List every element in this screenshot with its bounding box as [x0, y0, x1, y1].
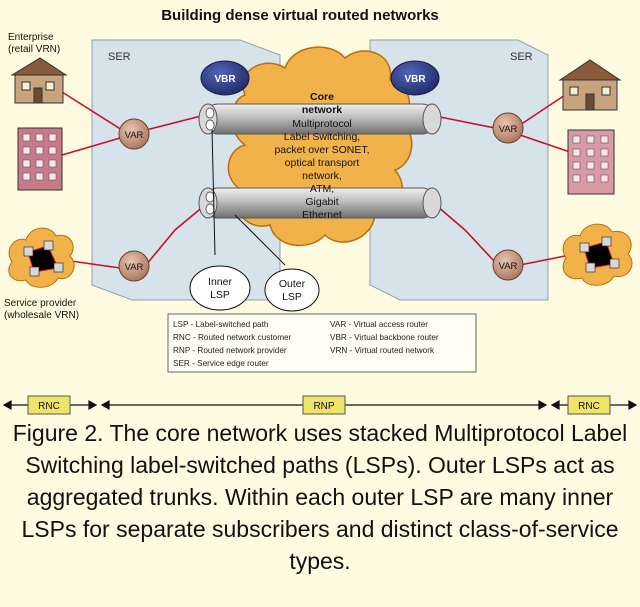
svg-text:Core: Core — [310, 91, 334, 103]
var-router-right-top: VAR — [492, 112, 524, 144]
lsp-pipe-top — [198, 103, 442, 135]
scale-label-rnc-right: RNC — [567, 395, 611, 415]
svg-text:Gigabit: Gigabit — [305, 196, 338, 208]
house-icon-left — [10, 57, 68, 104]
network-diagram: Building dense virtual routed networks S… — [2, 7, 638, 415]
figure-caption: Figure 2. The core network uses stacked … — [12, 420, 628, 574]
svg-text:Ethernet: Ethernet — [302, 209, 342, 221]
links-right — [429, 94, 571, 266]
svg-text:Enterprise: Enterprise — [8, 32, 54, 43]
svg-text:Service provider: Service provider — [4, 298, 77, 309]
svg-text:network,: network, — [302, 170, 342, 182]
provider-network-icon-right — [562, 223, 633, 286]
svg-text:(wholesale VRN): (wholesale VRN) — [4, 310, 79, 321]
service-provider-label: Service provider (wholesale VRN) — [4, 298, 79, 321]
vbr-router-right: VBR — [390, 60, 440, 96]
legend-item: SER - Service edge router — [173, 359, 269, 368]
enterprise-label: Enterprise (retail VRN) — [8, 32, 60, 55]
core-network-text: Core network Multiprotocol Label Switchi… — [274, 91, 369, 221]
svg-text:LSP: LSP — [210, 289, 230, 301]
legend-item: RNC - Routed network customer — [173, 333, 292, 342]
svg-text:RNP: RNP — [313, 401, 334, 412]
svg-text:VAR: VAR — [125, 262, 144, 273]
legend-item: VBR - Virtual backbone router — [330, 333, 439, 342]
legend-item: LSP - Label-switched path — [173, 320, 269, 329]
var-router-right-bottom: VAR — [492, 249, 524, 281]
legend: LSP - Label-switched path RNC - Routed n… — [167, 313, 477, 373]
svg-text:optical transport: optical transport — [285, 157, 360, 169]
svg-text:Multiprotocol: Multiprotocol — [292, 118, 352, 130]
var-router-left-bottom: VAR — [118, 250, 150, 282]
svg-text:Outer: Outer — [279, 278, 306, 290]
diagram-title: Building dense virtual routed networks — [161, 7, 439, 24]
legend-item: RNP - Routed network provider — [173, 346, 287, 355]
svg-text:Label Switching,: Label Switching, — [284, 131, 360, 143]
svg-text:VAR: VAR — [499, 261, 518, 272]
svg-text:VBR: VBR — [214, 74, 236, 85]
svg-text:(retail VRN): (retail VRN) — [8, 44, 60, 55]
lsp-pipe-bottom — [198, 187, 442, 219]
svg-text:Inner: Inner — [208, 276, 232, 288]
svg-text:ATM,: ATM, — [310, 183, 334, 195]
scale-label-rnp: RNP — [302, 395, 346, 415]
svg-text:VAR: VAR — [125, 130, 144, 141]
svg-text:RNC: RNC — [38, 401, 60, 412]
inner-lsp-callout: Inner LSP — [189, 129, 251, 311]
svg-text:LSP: LSP — [282, 291, 302, 303]
svg-text:packet over SONET,: packet over SONET, — [274, 144, 369, 156]
ser-label-right: SER — [510, 51, 533, 63]
scale-label-rnc-left: RNC — [27, 395, 71, 415]
house-icon-right — [558, 59, 622, 111]
svg-text:RNC: RNC — [578, 401, 600, 412]
vbr-router-left: VBR — [200, 60, 250, 96]
svg-text:network: network — [302, 104, 342, 116]
legend-item: VAR - Virtual access router — [330, 320, 428, 329]
provider-network-icon-left — [8, 227, 75, 288]
office-building-icon-left — [17, 127, 63, 191]
var-router-left-top: VAR — [118, 118, 150, 150]
ser-label-left: SER — [108, 51, 131, 63]
office-building-icon-right — [567, 129, 615, 195]
svg-text:VAR: VAR — [499, 124, 518, 135]
svg-text:VBR: VBR — [404, 74, 426, 85]
outer-lsp-callout: Outer LSP — [234, 214, 320, 312]
legend-item: VRN - Virtual routed network — [330, 346, 435, 355]
